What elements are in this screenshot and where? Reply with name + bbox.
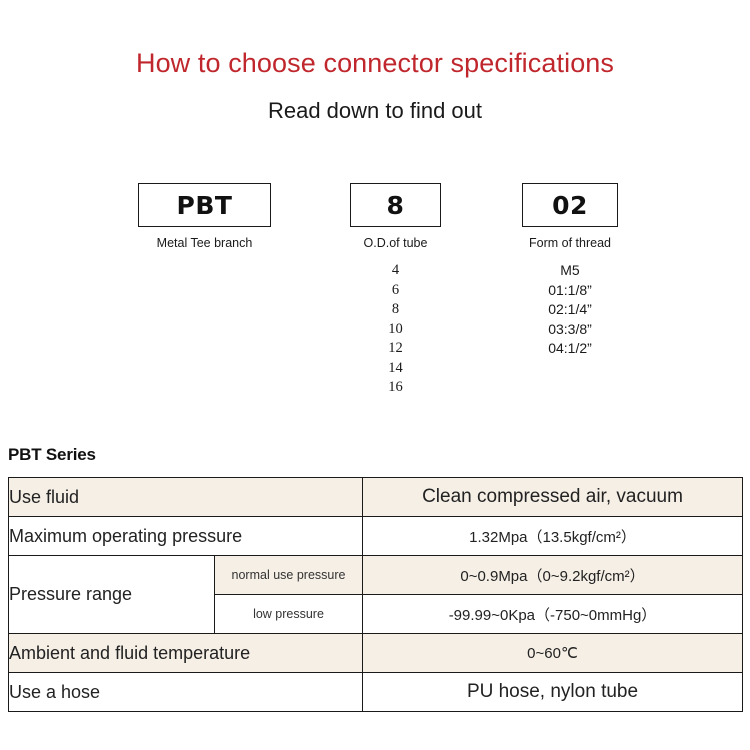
page-title: How to choose connector specifications (135, 48, 615, 78)
spec-value-hose: PU hose, nylon tube (362, 672, 743, 712)
spec-label-hose: Use a hose (8, 672, 363, 712)
list-item: 01:1/8” (548, 281, 592, 298)
code-option-list-tube-od: 4 6 8 10 12 14 16 (350, 261, 441, 398)
spec-label-max-pressure: Maximum operating pressure (8, 516, 363, 556)
table-row: low pressure -99.99~0Kpa（-750~0mmHg） (9, 594, 743, 634)
list-item: 12 (388, 340, 403, 356)
code-value-series: PBT (176, 190, 233, 220)
code-group-series: PBT Metal Tee branch (138, 183, 271, 250)
spec-label-temperature: Ambient and fluid temperature (8, 633, 363, 673)
spec-value-normal-use-pressure: 0~0.9Mpa（0~9.2kgf/cm²） (362, 555, 743, 595)
series-heading: PBT Series (8, 445, 96, 464)
code-caption-tube-od: O.D.of tube (363, 236, 428, 250)
code-caption-thread-form: Form of thread (529, 236, 611, 250)
code-box-series: PBT (138, 183, 271, 227)
list-item: 04:1/2” (548, 340, 592, 356)
specification-table: Use fluid Clean compressed air, vacuum M… (8, 477, 743, 712)
list-item: 03:3/8” (548, 320, 592, 337)
table-row: Use a hose PU hose, nylon tube (8, 672, 743, 712)
list-item: M5 (560, 262, 580, 278)
code-caption-series: Metal Tee branch (156, 236, 253, 250)
spec-sublabel-normal-use-pressure: normal use pressure (214, 555, 363, 595)
spec-value-use-fluid: Clean compressed air, vacuum (362, 477, 743, 517)
spec-value-max-pressure: 1.32Mpa（13.5kgf/cm²） (362, 516, 743, 556)
table-row: Use fluid Clean compressed air, vacuum (8, 477, 743, 517)
code-option-list-thread-form: M5 01:1/8” 02:1/4” 03:3/8” 04:1/2” (522, 261, 618, 359)
page-subtitle: Read down to find out (267, 98, 483, 123)
spec-sublabel-low-pressure: low pressure (214, 594, 363, 634)
code-value-thread-form: 02 (552, 190, 588, 220)
list-item: 6 (391, 281, 400, 298)
list-item: 10 (388, 320, 403, 337)
spec-label-pressure-range: Pressure range (8, 555, 215, 634)
list-item: 02:1/4” (548, 301, 592, 317)
table-row: Maximum operating pressure 1.32Mpa（13.5k… (8, 516, 743, 556)
list-item: 14 (388, 359, 403, 376)
code-box-thread-form: 02 (522, 183, 618, 227)
spec-label-use-fluid: Use fluid (8, 477, 363, 517)
table-row: Pressure range normal use pressure 0~0.9… (8, 555, 743, 634)
code-value-tube-od: 8 (386, 190, 405, 220)
code-group-thread-form: 02 Form of thread M5 01:1/8” 02:1/4” 03:3/8… (522, 183, 618, 359)
list-item: 4 (391, 262, 400, 278)
spec-value-temperature: 0~60℃ (362, 633, 743, 673)
spec-value-low-pressure: -99.99~0Kpa（-750~0mmHg） (362, 594, 743, 634)
table-row: Ambient and fluid temperature 0~60℃ (8, 633, 743, 673)
list-item: 16 (388, 379, 403, 395)
code-group-tube-od: 8 O.D.of tube 4 6 8 10 12 14 16 (350, 183, 441, 398)
list-item: 8 (391, 301, 400, 317)
code-box-tube-od: 8 (350, 183, 441, 227)
